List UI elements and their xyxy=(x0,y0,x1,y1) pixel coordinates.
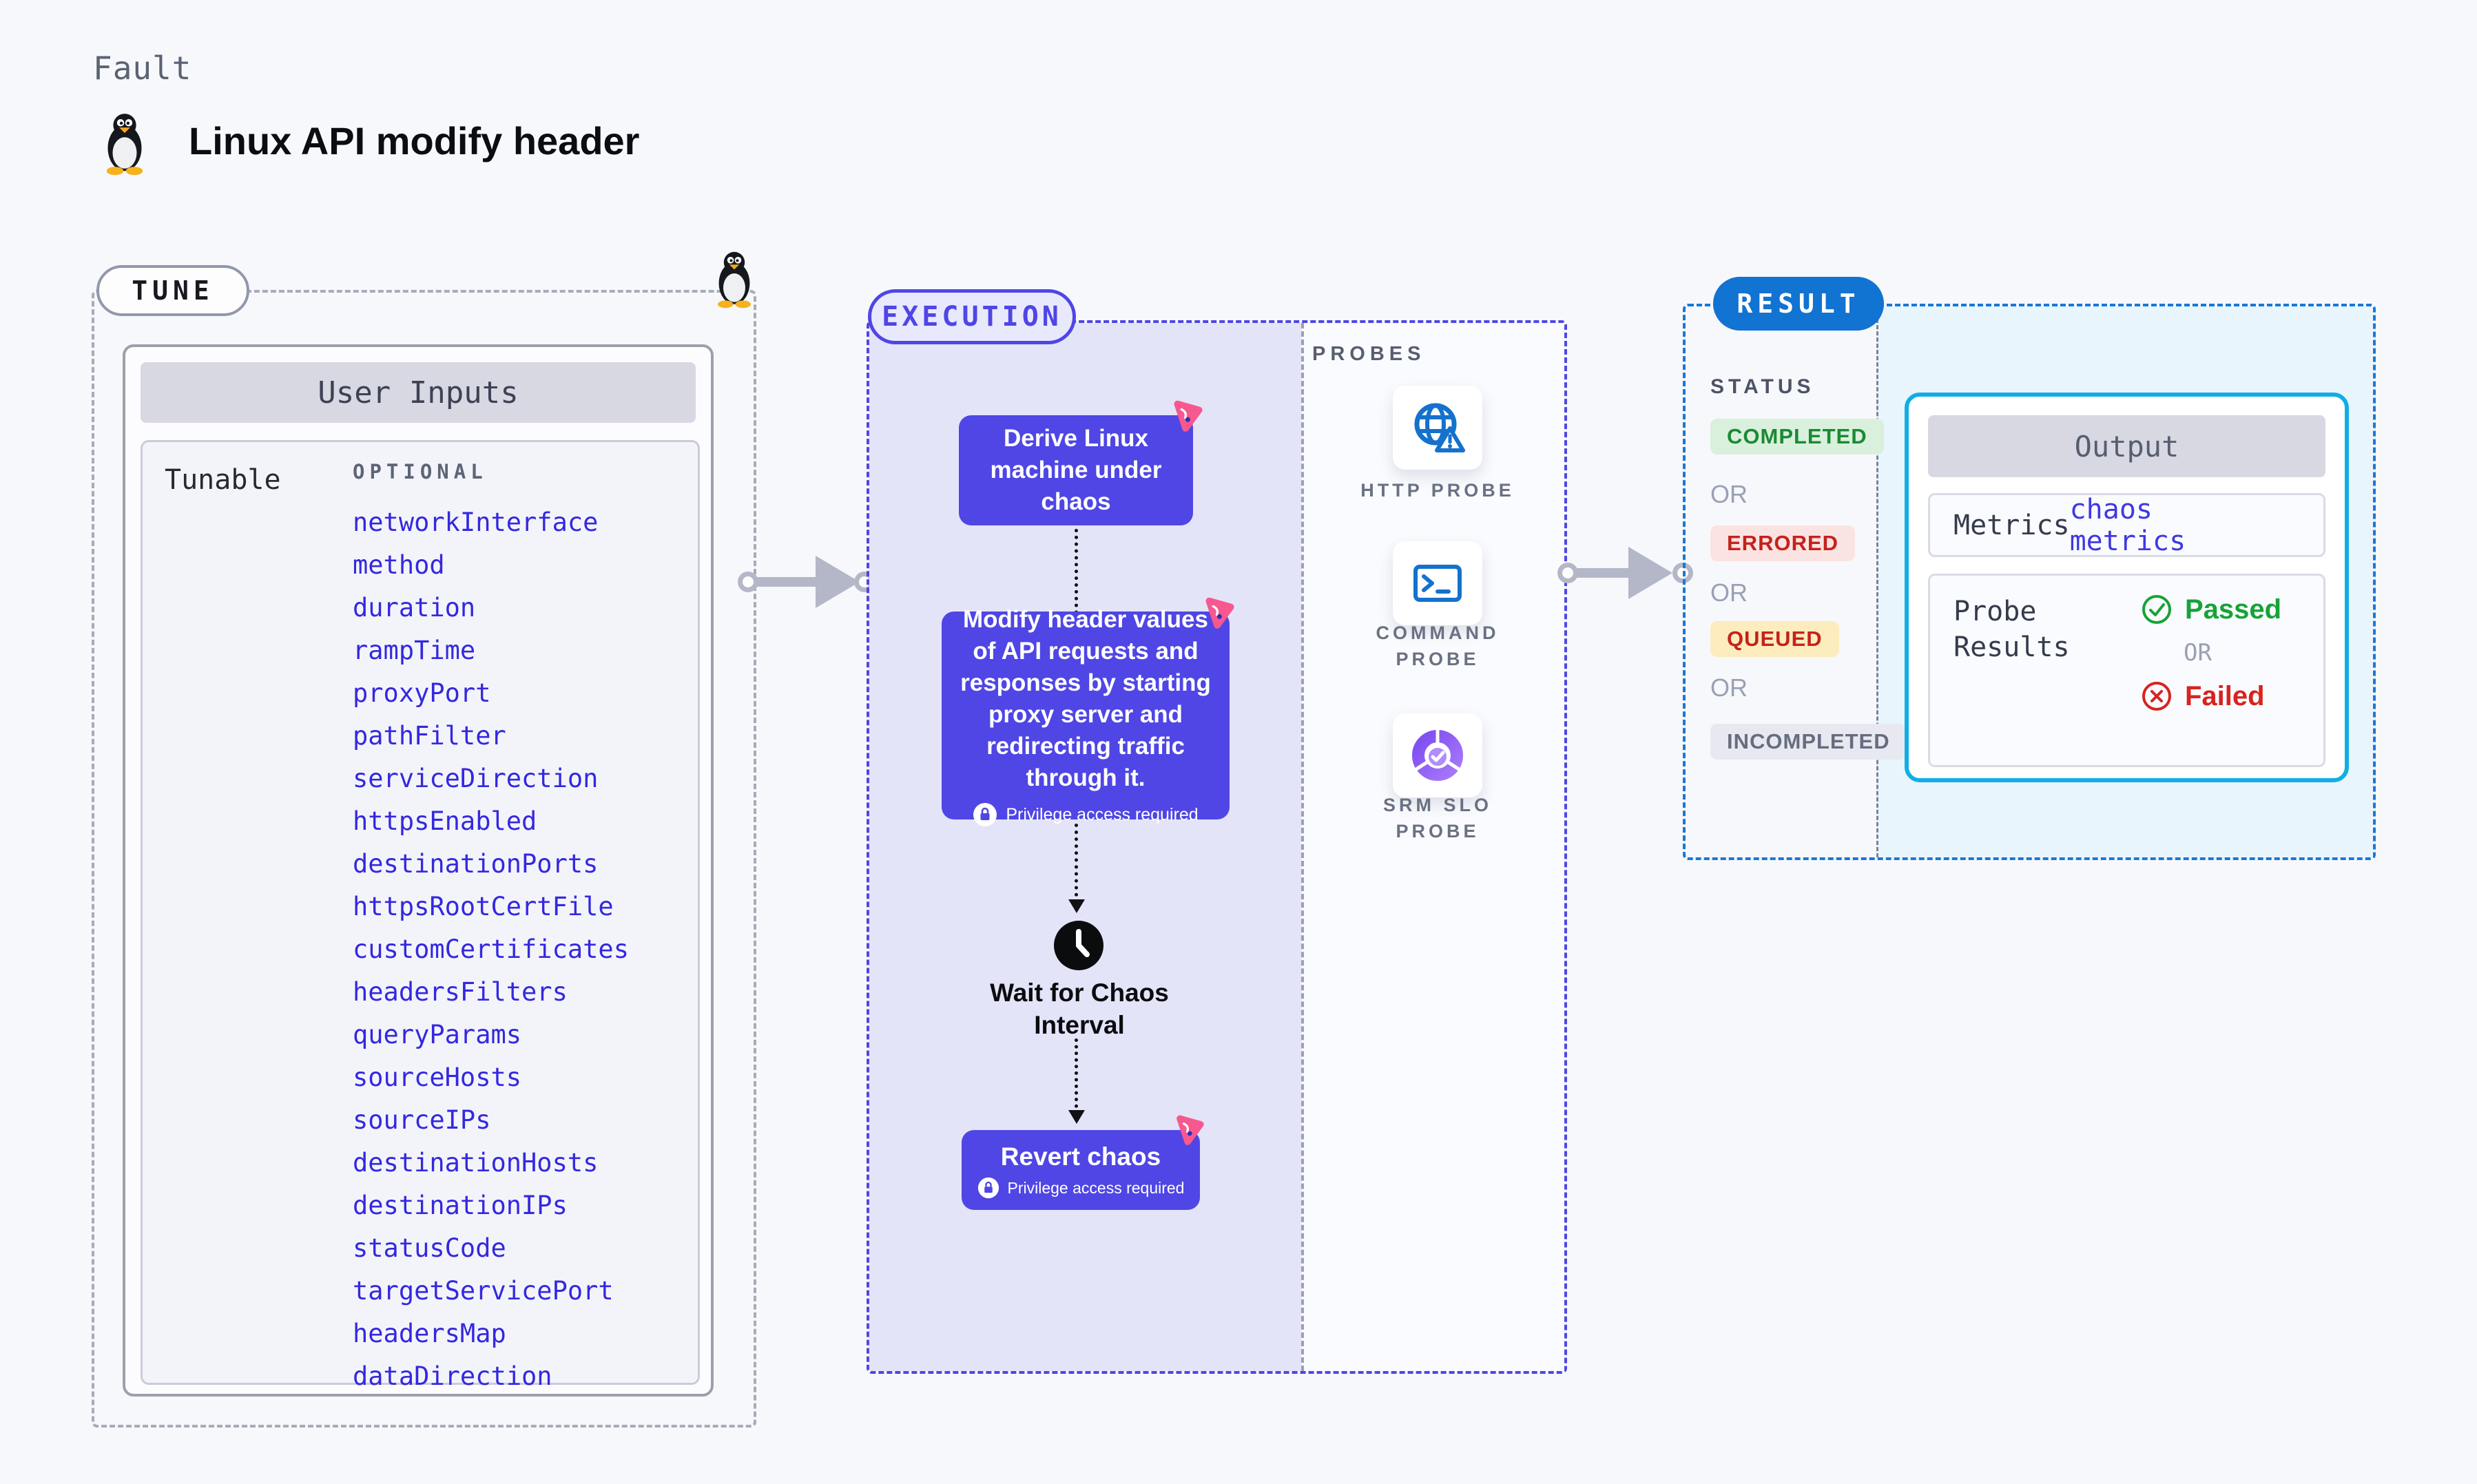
passed-label: Passed xyxy=(2185,594,2282,625)
or-separator: OR xyxy=(1710,673,1748,702)
or-separator: OR xyxy=(1710,480,1748,508)
param-headersFilters[interactable]: headersFilters xyxy=(353,977,568,1007)
param-rampTime[interactable]: rampTime xyxy=(353,636,476,665)
probe-results-label: Probe Results xyxy=(1953,596,2070,663)
probe-results-row: Probe Results Passed OR Faile xyxy=(1928,574,2325,767)
user-inputs-title: User Inputs xyxy=(141,362,696,423)
http-probe-label: HTTP PROBE xyxy=(1360,480,1515,501)
privilege-note-text: Privilege access required xyxy=(1007,1178,1185,1197)
status-badge-incompleted: INCOMPLETED xyxy=(1710,724,1907,760)
status-output-divider xyxy=(1876,306,1878,857)
or-separator: OR xyxy=(1710,578,1748,607)
param-httpsRootCertFile[interactable]: httpsRootCertFile xyxy=(353,892,614,921)
passed-check-icon xyxy=(2142,595,2171,624)
user-inputs-card: User Inputs Tunable OPTIONAL networkInte… xyxy=(123,344,714,1397)
status-badge-errored: ERRORED xyxy=(1710,525,1856,561)
linux-tux-icon xyxy=(106,114,143,176)
param-sourceIPs[interactable]: sourceIPs xyxy=(353,1105,491,1135)
tunable-label: Tunable xyxy=(165,464,281,496)
param-httpsEnabled[interactable]: httpsEnabled xyxy=(353,806,537,836)
tune-badge: TUNE xyxy=(96,265,249,316)
param-destinationIPs[interactable]: destinationIPs xyxy=(353,1191,568,1220)
fault-kicker: Fault xyxy=(93,50,192,87)
metrics-row: Metrics chaos metrics xyxy=(1928,493,2325,557)
http-probe-card xyxy=(1393,386,1482,470)
or-separator: OR xyxy=(2184,639,2212,667)
derive-step-label: Derive Linux machine under chaos xyxy=(990,425,1162,515)
param-customCertificates[interactable]: customCertificates xyxy=(353,934,629,964)
execution-probes-divider xyxy=(1301,323,1304,1371)
probe-result-failed: Failed xyxy=(2141,680,2281,712)
result-badge: RESULT xyxy=(1713,277,1884,331)
privilege-note: Privilege access required xyxy=(973,802,1199,827)
param-dataDirection[interactable]: dataDirection xyxy=(353,1361,552,1391)
param-statusCode[interactable]: statusCode xyxy=(353,1233,506,1263)
param-destinationPorts[interactable]: destinationPorts xyxy=(353,849,599,879)
output-card: Output Metrics chaos metrics Probe Resul… xyxy=(1905,393,2349,782)
param-proxyPort[interactable]: proxyPort xyxy=(353,678,491,708)
param-method[interactable]: method xyxy=(353,550,445,580)
wait-step-label: Wait for Chaos Interval xyxy=(990,979,1169,1039)
status-badge-completed: COMPLETED xyxy=(1710,419,1884,454)
param-duration[interactable]: duration xyxy=(353,593,476,623)
wait-to-revert-connector xyxy=(1068,1038,1085,1124)
srm-slo-probe-card xyxy=(1393,713,1482,797)
param-destinationHosts[interactable]: destinationHosts xyxy=(353,1148,599,1178)
failed-x-icon xyxy=(2142,682,2171,711)
modify-header-step: Modify header values of API requests and… xyxy=(942,606,1230,826)
modify-step-label: Modify header values of API requests and… xyxy=(960,606,1211,791)
execution-section xyxy=(867,320,1567,1374)
lock-icon xyxy=(977,1177,999,1199)
param-headersMap[interactable]: headersMap xyxy=(353,1319,506,1348)
status-badge-queued: QUEUED xyxy=(1710,621,1839,657)
param-pathFilter[interactable]: pathFilter xyxy=(353,721,506,751)
probe-result-passed: Passed xyxy=(2141,594,2281,625)
lock-icon xyxy=(973,803,997,826)
derive-machine-step: Derive Linux machine under chaos xyxy=(959,415,1193,525)
clock-icon xyxy=(1054,921,1103,970)
tunables-list: Tunable OPTIONAL networkInterface method… xyxy=(141,440,700,1391)
srm-slo-probe-icon xyxy=(1412,728,1463,781)
param-serviceDirection[interactable]: serviceDirection xyxy=(353,764,599,793)
param-targetServicePort[interactable]: targetServicePort xyxy=(353,1276,614,1306)
metrics-label: Metrics xyxy=(1953,509,2070,541)
probes-panel xyxy=(1304,323,1564,1371)
param-sourceHosts[interactable]: sourceHosts xyxy=(353,1063,522,1092)
chaos-step-icon xyxy=(1174,400,1203,432)
output-title: Output xyxy=(1928,415,2325,477)
revert-step-label: Revert chaos xyxy=(1000,1142,1161,1171)
http-probe-icon xyxy=(1414,403,1465,452)
command-probe-icon xyxy=(1413,565,1462,602)
failed-label: Failed xyxy=(2185,680,2265,711)
chaos-step-icon xyxy=(1177,1115,1204,1145)
probes-label: PROBES xyxy=(1312,343,1426,365)
status-label: STATUS xyxy=(1710,375,1815,398)
privilege-note: Privilege access required xyxy=(977,1177,1185,1199)
optional-label: OPTIONAL xyxy=(353,460,488,483)
srm-slo-probe-label: SRM SLO PROBE xyxy=(1382,795,1492,842)
param-queryParams[interactable]: queryParams xyxy=(353,1020,522,1049)
command-probe-label: COMMAND PROBE xyxy=(1376,623,1500,669)
execution-badge: EXECUTION xyxy=(868,289,1076,344)
revert-chaos-step: Revert chaos Privilege access required xyxy=(962,1130,1200,1210)
command-probe-card xyxy=(1393,541,1482,625)
page-title: Linux API modify header xyxy=(189,119,640,163)
modify-to-wait-connector xyxy=(1068,824,1085,913)
chaos-step-icon xyxy=(1205,597,1234,629)
tune-section xyxy=(92,290,756,1428)
privilege-note-text: Privilege access required xyxy=(1006,804,1199,824)
param-networkInterface[interactable]: networkInterface xyxy=(353,508,599,537)
linux-tux-icon xyxy=(718,251,751,309)
chaos-metrics-link[interactable]: chaos metrics xyxy=(2069,493,2186,557)
